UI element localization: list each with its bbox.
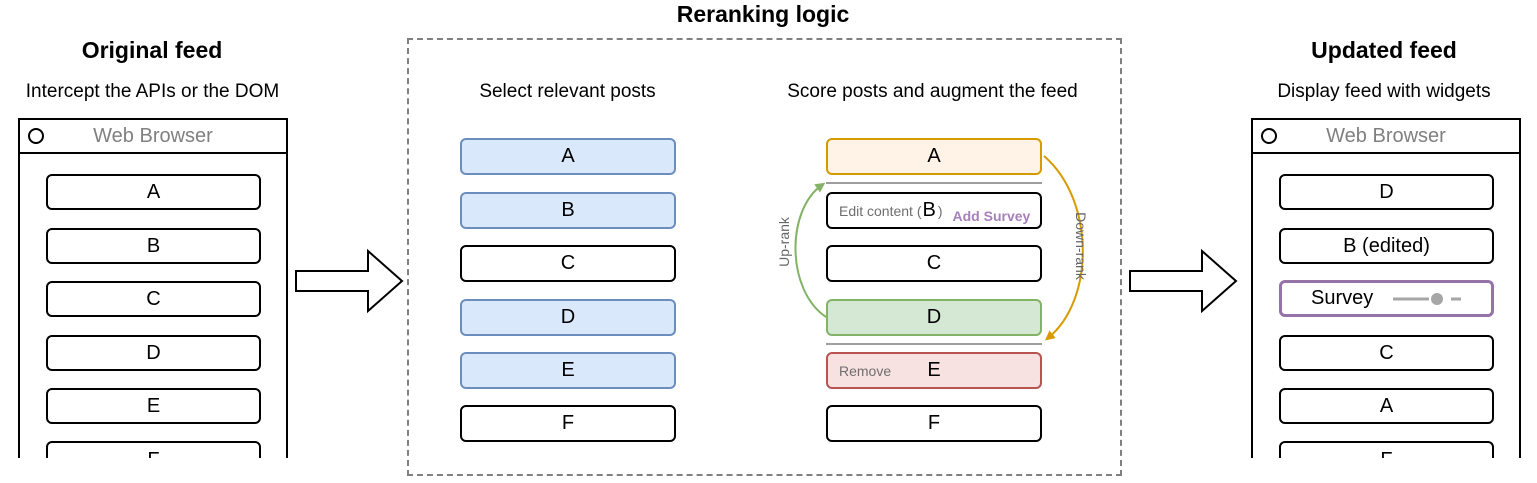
browser-circle-icon <box>1261 128 1277 144</box>
select-post-d: D <box>460 299 676 336</box>
original-feed-title: Original feed <box>81 37 223 63</box>
separator-line-bottom <box>826 343 1042 345</box>
select-post-c: C <box>460 245 676 282</box>
updated-post-c: C <box>1279 335 1494 371</box>
select-post-f: F <box>460 405 676 442</box>
score-post-b: Edit content ( B ) Add Survey <box>826 192 1042 229</box>
select-post-b: B <box>460 192 676 229</box>
original-post-a: A <box>46 174 261 210</box>
updated-browser-window: Web Browser D B (edited) Survey C A F <box>1251 118 1521 458</box>
score-posts-subtitle: Score posts and augment the feed <box>787 81 1078 102</box>
separator-line-top <box>826 182 1042 184</box>
updated-post-a: A <box>1279 388 1494 424</box>
original-post-e: E <box>46 388 261 424</box>
updated-feed-subtitle: Display feed with widgets <box>1277 81 1491 102</box>
original-post-c: C <box>46 281 261 317</box>
downrank-arrow <box>1043 155 1084 341</box>
edit-content-close: ) <box>937 202 943 219</box>
flow-arrow-left <box>295 248 404 314</box>
updated-post-b-edited: B (edited) <box>1279 228 1494 264</box>
rank-arrows <box>794 155 1084 341</box>
original-post-b: B <box>46 228 261 264</box>
updated-post-f: F <box>1279 441 1494 458</box>
browser-title-bar: Web Browser <box>1253 120 1519 154</box>
score-post-d: D <box>826 299 1042 336</box>
score-post-c: C <box>826 245 1042 282</box>
browser-title: Web Browser <box>93 125 213 147</box>
browser-title-bar: Web Browser <box>20 120 286 154</box>
score-post-a: A <box>826 138 1042 175</box>
reranking-container <box>407 38 1122 476</box>
survey-label: Survey <box>1311 287 1374 309</box>
score-post-f: F <box>826 405 1042 442</box>
flow-arrow-right <box>1129 248 1238 314</box>
uprank-arrow <box>794 182 827 318</box>
original-post-d: D <box>46 335 261 371</box>
survey-slider[interactable] <box>1393 291 1465 307</box>
score-post-e-letter: E <box>927 359 941 381</box>
select-posts-subtitle: Select relevant posts <box>479 81 656 102</box>
browser-circle-icon <box>28 128 44 144</box>
select-post-a: A <box>460 138 676 175</box>
uprank-label: Up-rank <box>775 217 792 267</box>
edit-content-label: Edit content ( <box>839 202 922 219</box>
updated-post-d: D <box>1279 174 1494 210</box>
score-post-b-letter: B <box>922 199 936 221</box>
select-post-e: E <box>460 352 676 389</box>
original-feed-subtitle: Intercept the APIs or the DOM <box>25 81 280 102</box>
survey-widget[interactable]: Survey <box>1279 280 1494 317</box>
reranking-title: Reranking logic <box>676 1 850 27</box>
original-post-f: F <box>46 441 261 458</box>
score-post-e: Remove E <box>826 352 1042 389</box>
downrank-label: Down-rank <box>1072 212 1089 280</box>
updated-feed-title: Updated feed <box>1311 37 1457 63</box>
browser-title: Web Browser <box>1326 125 1446 147</box>
remove-label: Remove <box>839 362 892 379</box>
original-browser-window: Web Browser A B C D E F <box>18 118 288 458</box>
add-survey-label: Add Survey <box>952 207 1031 224</box>
